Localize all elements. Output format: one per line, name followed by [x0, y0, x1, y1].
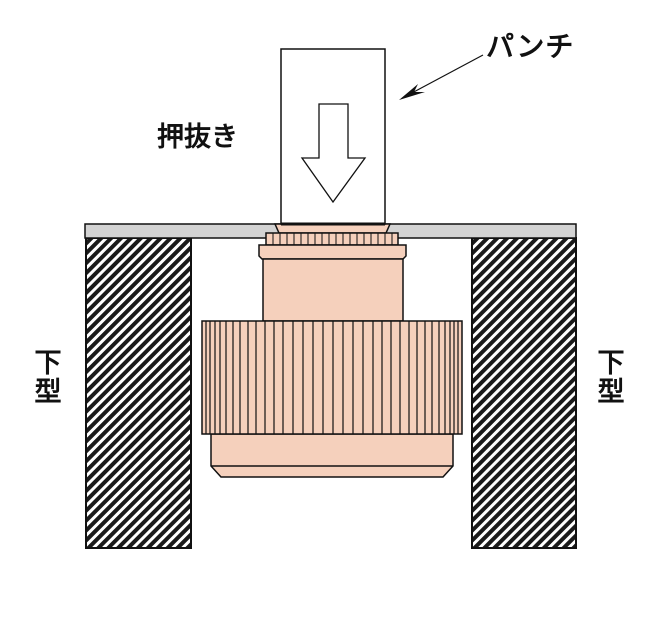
lower-die-label-left-char-1: 下 [34, 348, 62, 379]
part-upper-body [262, 258, 404, 322]
down-arrow-icon [300, 103, 367, 204]
punch-label: パンチ [486, 30, 575, 63]
lower-die-label-right: 下 型 [596, 349, 626, 407]
push-out-label: 押抜き [157, 122, 238, 153]
punch [280, 48, 386, 226]
part-large-knurl [201, 320, 463, 435]
lower-die-label-left: 下 型 [33, 349, 63, 407]
part-lower-body [210, 433, 454, 478]
lower-die-label-right-char-2: 型 [597, 377, 625, 408]
left-lower-die [85, 237, 192, 549]
part-flange [258, 244, 407, 260]
small-knurl-lines [272, 233, 393, 245]
leader-arrowhead-icon [399, 84, 425, 100]
leader-arrow [399, 54, 484, 100]
right-lower-die [471, 237, 577, 549]
lower-die-label-left-char-2: 型 [34, 377, 62, 408]
large-knurl-lines [205, 321, 459, 434]
lower-die-label-right-char-1: 下 [597, 348, 625, 379]
knurled-part [201, 223, 463, 478]
